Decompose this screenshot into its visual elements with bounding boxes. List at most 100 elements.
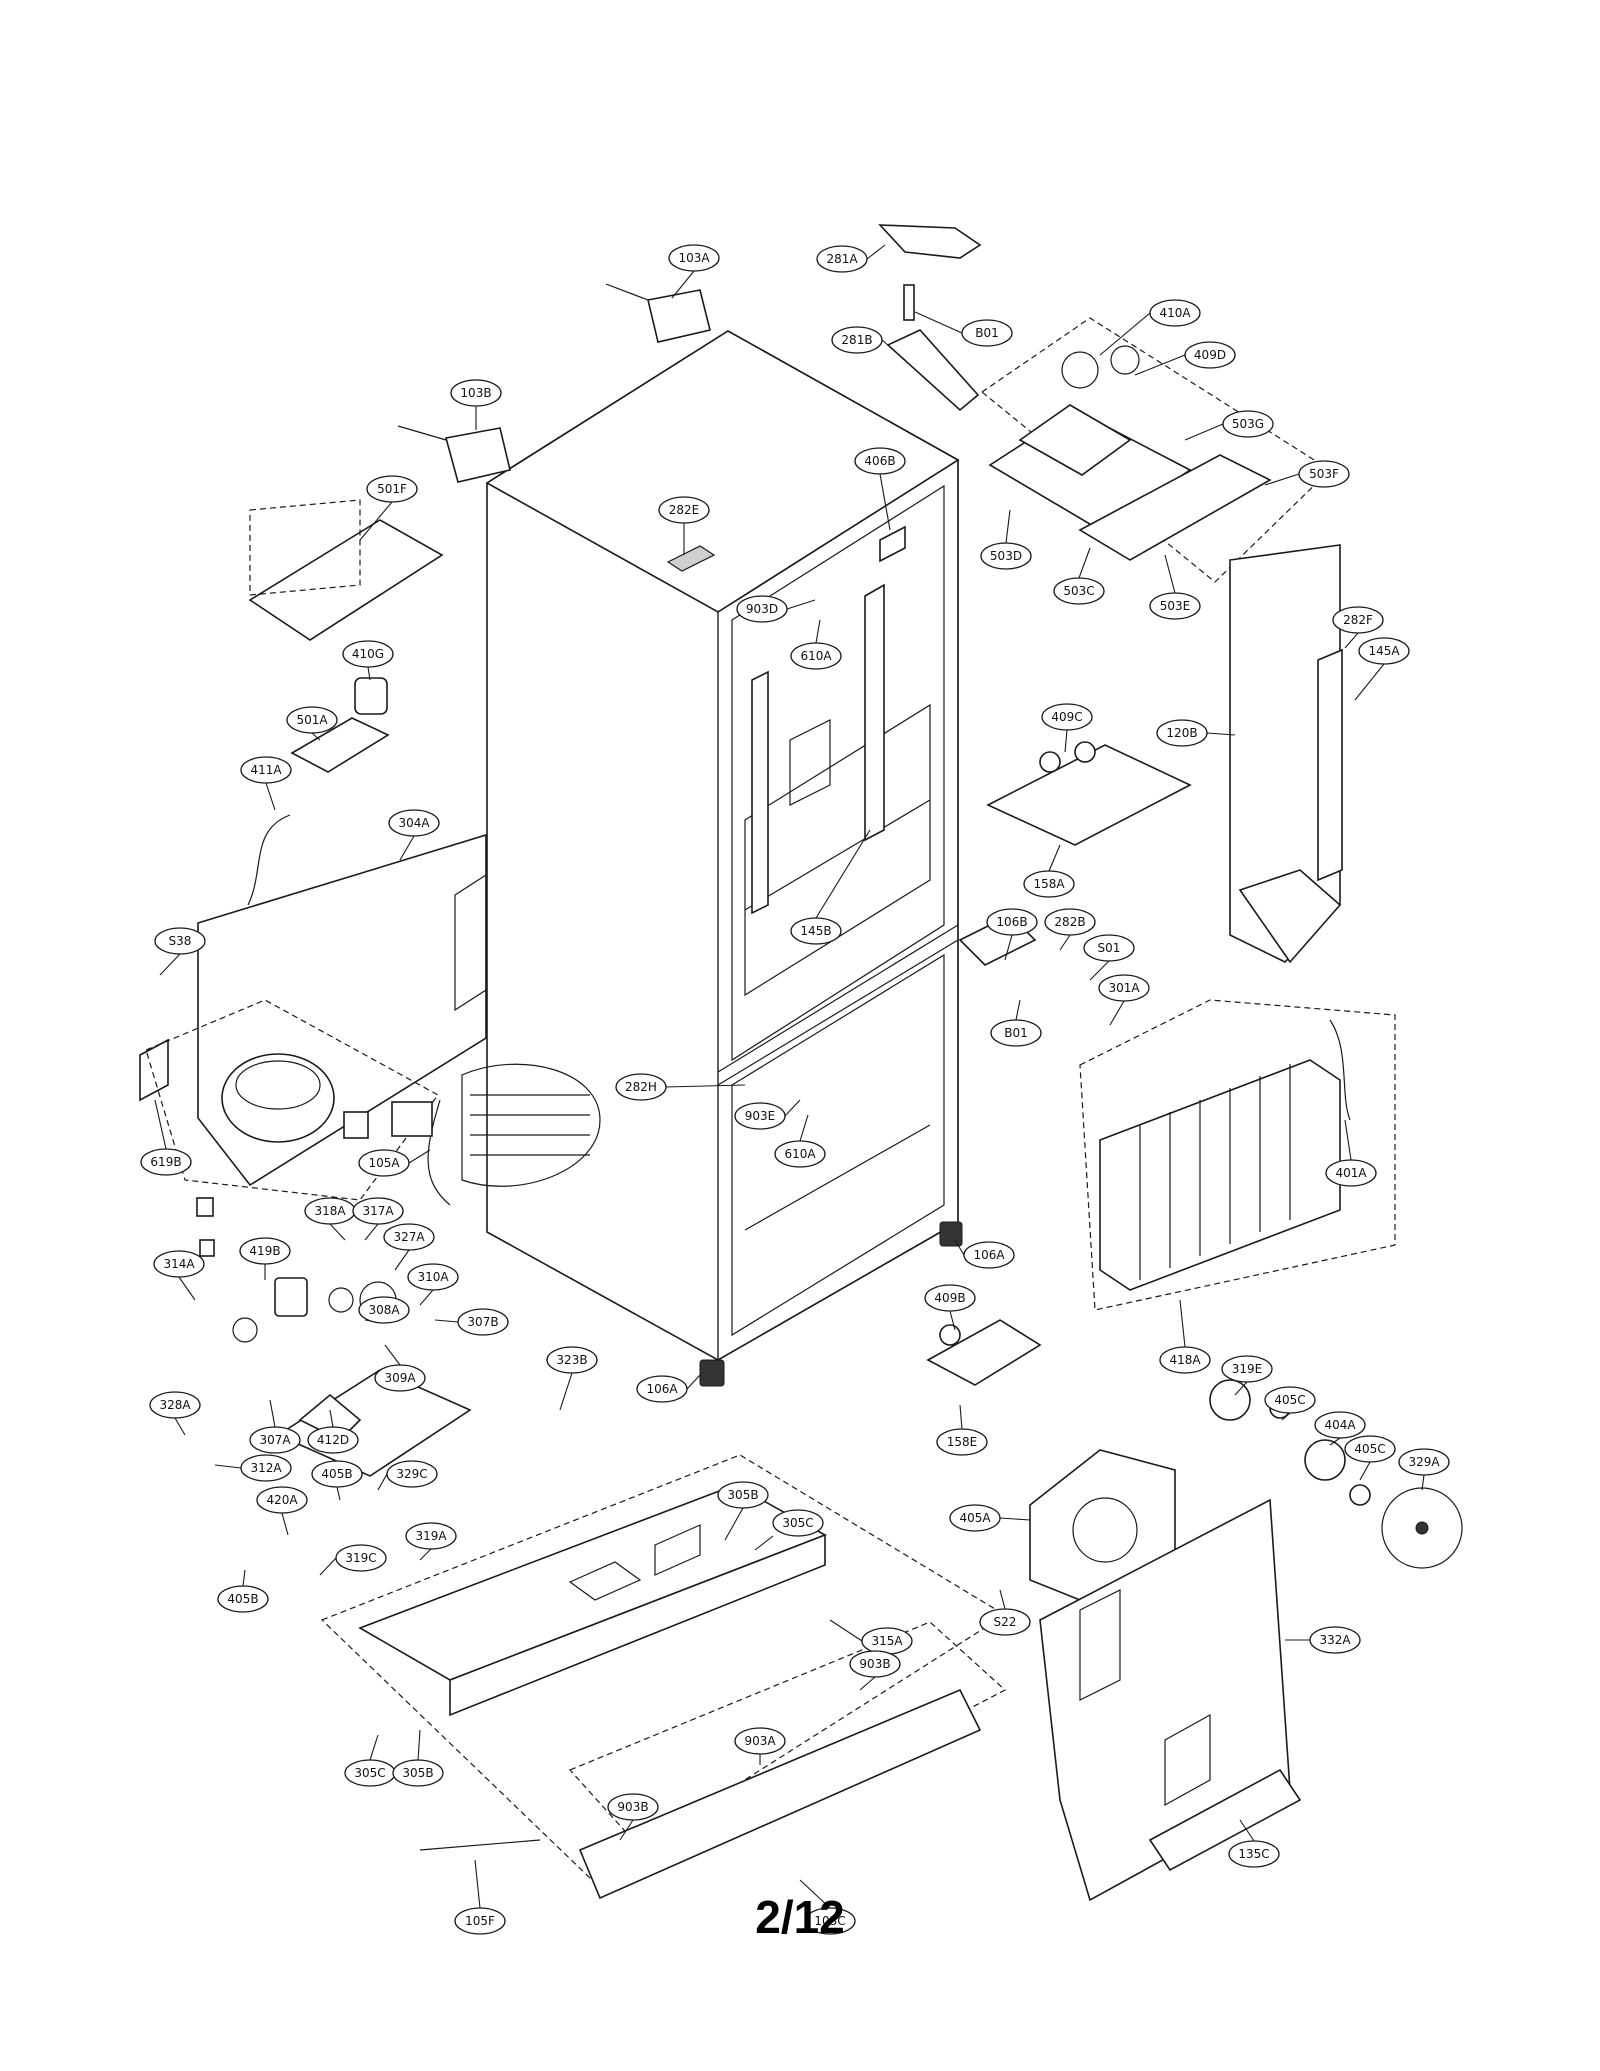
- label-106a-right: 106A: [954, 1239, 1015, 1269]
- label-503e-text: 503E: [1160, 599, 1191, 613]
- label-301a: 301A: [1098, 974, 1150, 1026]
- label-135c: 135C: [1228, 1819, 1280, 1868]
- label-145a-text: 145A: [1368, 644, 1400, 658]
- label-405c-lower-text: 405C: [1354, 1442, 1385, 1456]
- label-307b: 307B: [434, 1308, 509, 1336]
- cover-and-pcb: [248, 499, 444, 773]
- label-120b: 120B: [1156, 719, 1236, 747]
- label-b01-top-text: B01: [975, 326, 999, 340]
- label-503g-text: 503G: [1232, 417, 1264, 431]
- label-319e: 319E: [1221, 1355, 1273, 1396]
- label-328a-text: 328A: [159, 1398, 191, 1412]
- label-409c-text: 409C: [1051, 710, 1082, 724]
- label-282h-text: 282H: [625, 1080, 657, 1094]
- label-282b: 282B: [1044, 908, 1096, 951]
- label-405a-text: 405A: [959, 1511, 991, 1525]
- label-412d: 412D: [307, 1409, 359, 1454]
- control-box-assembly: [980, 317, 1331, 583]
- label-103c-text: 103C: [814, 1914, 845, 1928]
- label-419b-text: 419B: [249, 1244, 280, 1258]
- label-420a: 420A: [256, 1486, 308, 1536]
- label-145b: 145B: [790, 829, 871, 945]
- label-903a-text: 903A: [744, 1734, 776, 1748]
- label-106b: 106B: [986, 908, 1038, 961]
- label-401a: 401A: [1325, 1119, 1377, 1187]
- label-329c: 329C: [377, 1460, 438, 1491]
- condenser-assembly: [461, 1063, 601, 1187]
- label-409c: 409C: [1041, 703, 1093, 753]
- label-332a: 332A: [1285, 1626, 1361, 1654]
- label-503g: 503G: [1184, 410, 1274, 441]
- label-305c-lower: 305C: [344, 1734, 396, 1787]
- duct-cover-assembly: [1229, 544, 1343, 964]
- label-103a-text: 103A: [678, 251, 710, 265]
- label-409b-text: 409B: [934, 1291, 965, 1305]
- label-307a-text: 307A: [259, 1433, 291, 1447]
- label-106a-right-text: 106A: [973, 1248, 1005, 1262]
- top-hinge-assembly: [397, 224, 982, 483]
- label-b01-top: B01: [914, 311, 1013, 347]
- label-503e: 503E: [1149, 554, 1201, 620]
- label-401a-text: 401A: [1335, 1166, 1367, 1180]
- label-s22-text: S22: [994, 1615, 1017, 1629]
- label-282h: 282H: [615, 1073, 746, 1101]
- label-305b-lower-text: 305B: [402, 1766, 433, 1780]
- label-103a: 103A: [668, 244, 720, 299]
- label-405c-upper: 405C: [1264, 1386, 1316, 1421]
- label-315a: 315A: [829, 1619, 913, 1655]
- label-409d: 409D: [1134, 341, 1236, 376]
- label-329c-text: 329C: [396, 1467, 427, 1481]
- label-327a-text: 327A: [393, 1230, 425, 1244]
- label-105f-text: 105F: [465, 1914, 495, 1928]
- label-282e-text: 282E: [669, 503, 700, 517]
- page-number: 2/12: [755, 1891, 845, 1943]
- label-503f-text: 503F: [1309, 467, 1339, 481]
- label-305c-lower-text: 305C: [354, 1766, 385, 1780]
- label-903e-text: 903E: [745, 1109, 776, 1123]
- label-145a: 145A: [1354, 637, 1410, 701]
- label-501a: 501A: [286, 706, 338, 741]
- label-405b-upper: 405B: [311, 1460, 363, 1501]
- label-610a-bottom-text: 610A: [784, 1147, 816, 1161]
- label-903b-right: 903B: [849, 1650, 901, 1691]
- label-410a-text: 410A: [1159, 306, 1191, 320]
- compressor-assembly: [145, 999, 451, 1257]
- label-315a-text: 315A: [871, 1634, 903, 1648]
- label-312a-text: 312A: [250, 1461, 282, 1475]
- label-501f: 501F: [359, 475, 418, 541]
- label-409b: 409B: [924, 1284, 976, 1331]
- label-307b-text: 307B: [467, 1315, 498, 1329]
- label-310a-text: 310A: [417, 1270, 449, 1284]
- label-418a-text: 418A: [1169, 1353, 1201, 1367]
- shelf-lamp-assemblies: [926, 741, 1192, 1386]
- label-158a: 158A: [1023, 844, 1075, 898]
- label-314a-text: 314A: [163, 1257, 195, 1271]
- label-903b-left-text: 903B: [617, 1800, 648, 1814]
- label-b01-mid: B01: [990, 999, 1042, 1047]
- label-135c-text: 135C: [1238, 1847, 1269, 1861]
- label-305b-upper: 305B: [717, 1481, 769, 1541]
- label-308a-text: 308A: [368, 1303, 400, 1317]
- label-145b-text: 145B: [800, 924, 831, 938]
- label-406b: 406B: [854, 447, 906, 531]
- label-323b: 323B: [546, 1346, 598, 1411]
- label-304a: 304A: [388, 809, 440, 861]
- evaporator-assembly: [1079, 999, 1396, 1311]
- label-420a-text: 420A: [266, 1493, 298, 1507]
- label-106b-text: 106B: [996, 915, 1027, 929]
- label-318a-text: 318A: [314, 1204, 346, 1218]
- label-903e: 903E: [734, 1099, 801, 1130]
- label-503c: 503C: [1053, 547, 1105, 605]
- label-s38: S38: [154, 927, 206, 976]
- label-105f: 105F: [454, 1859, 506, 1935]
- label-106a-left-text: 106A: [646, 1382, 678, 1396]
- label-610a-bottom: 610A: [774, 1114, 826, 1168]
- label-120b-text: 120B: [1166, 726, 1197, 740]
- label-411a-text: 411A: [250, 763, 282, 777]
- label-405a: 405A: [949, 1504, 1031, 1532]
- label-903d-text: 903D: [746, 602, 778, 616]
- label-405b-lower: 405B: [217, 1569, 269, 1613]
- label-282e: 282E: [658, 496, 710, 555]
- label-503d: 503D: [980, 509, 1032, 570]
- label-305b-upper-text: 305B: [727, 1488, 758, 1502]
